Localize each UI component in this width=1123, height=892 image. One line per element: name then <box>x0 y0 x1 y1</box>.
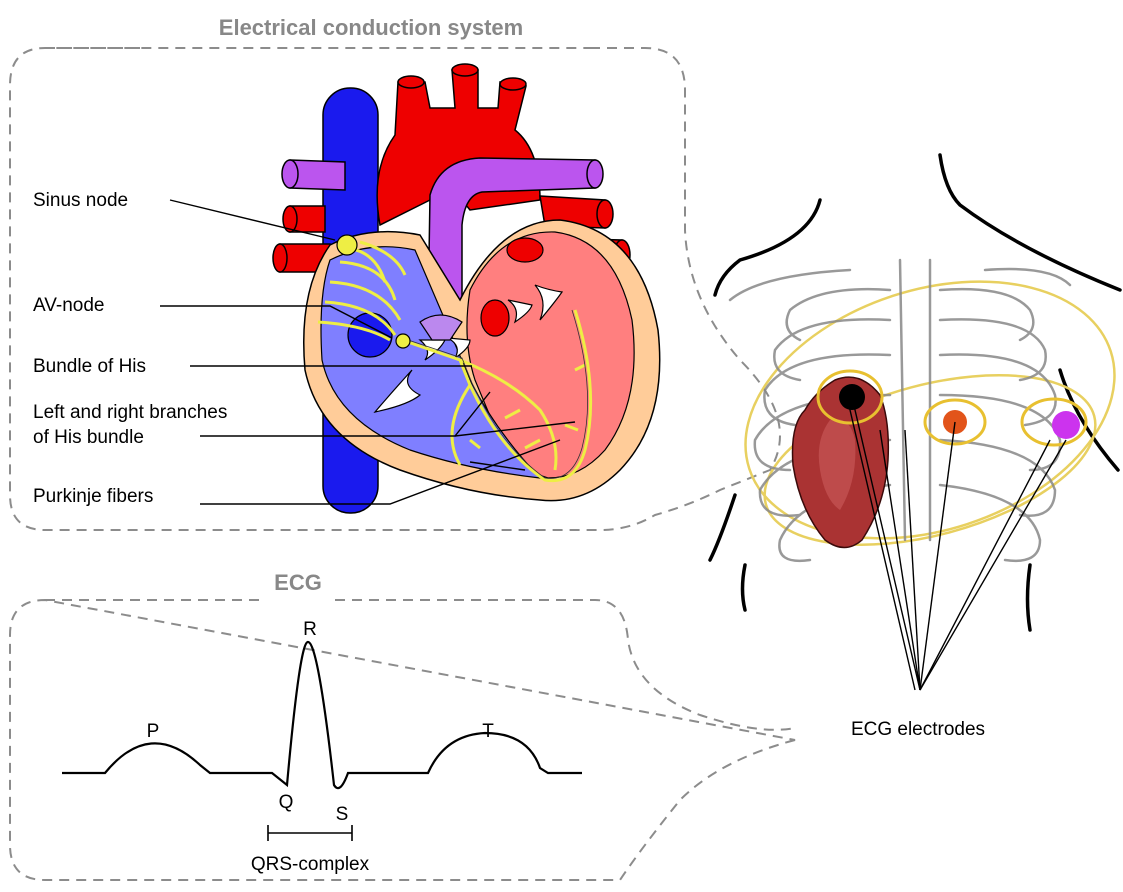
label-bundle-of-his: Bundle of His <box>33 356 146 377</box>
ecg-wave-p: P <box>147 721 160 742</box>
label-sinus-node: Sinus node <box>33 190 128 211</box>
ecg-wave-s: S <box>336 804 349 825</box>
label-av-node: AV-node <box>33 295 104 316</box>
electrode-3 <box>1052 411 1080 439</box>
ecg-trace: P R Q S T QRS-complex <box>62 619 582 875</box>
torso-outline <box>710 155 1120 630</box>
ecg-wave-t: T <box>482 721 494 742</box>
ecg-panel-border <box>10 600 795 880</box>
label-branches-line2: of His bundle <box>33 427 144 448</box>
ecg-electrodes-label: ECG electrodes <box>851 719 985 740</box>
qrs-bracket <box>268 825 352 841</box>
ecg-wave-q: Q <box>279 792 294 813</box>
qrs-complex-label: QRS-complex <box>251 854 370 875</box>
ecg-panel-title: ECG <box>274 570 322 595</box>
ribcage <box>730 260 1070 561</box>
label-purkinje-fibers: Purkinje fibers <box>33 486 153 507</box>
ecg-waveform <box>62 642 582 788</box>
sinus-node <box>337 235 357 255</box>
label-branches-line1: Left and right branches <box>33 402 227 423</box>
torso-illustration: ECG electrodes <box>710 155 1123 740</box>
ecg-wave-r: R <box>303 619 317 640</box>
conduction-panel-title: Electrical conduction system <box>219 15 523 40</box>
av-node <box>396 334 410 348</box>
pulmonary-vein-opening-2 <box>481 300 509 336</box>
pulmonary-vein-opening <box>507 238 543 262</box>
lead-planes <box>712 237 1123 583</box>
heart-illustration <box>273 64 660 513</box>
